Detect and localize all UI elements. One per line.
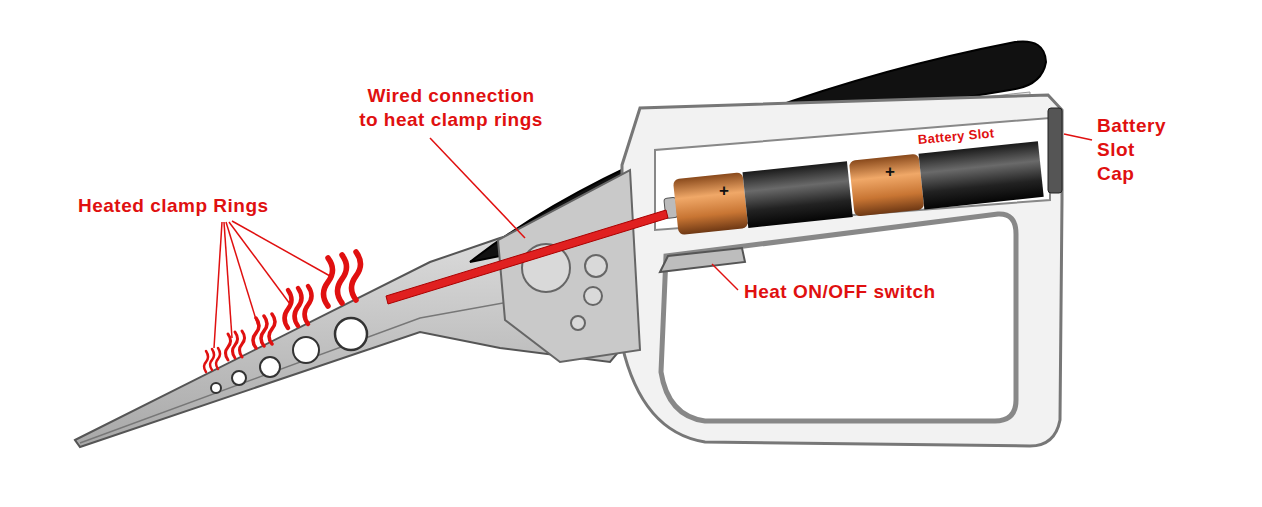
callout-label: Heated clamp Rings bbox=[78, 194, 338, 218]
batteries bbox=[662, 141, 1044, 236]
battery-body bbox=[919, 141, 1044, 209]
callout-label: Wired connection to heat clamp rings bbox=[356, 84, 546, 132]
heat-wire bbox=[386, 210, 668, 304]
callout-label: Heat ON/OFF switch bbox=[744, 280, 1004, 304]
polarity-mark: + bbox=[880, 163, 900, 181]
clamp-ring bbox=[260, 357, 280, 377]
jaw-seam bbox=[80, 300, 520, 443]
polarity-mark: + bbox=[714, 182, 734, 200]
clamp-ring bbox=[335, 318, 367, 350]
clamp-ring bbox=[211, 383, 221, 393]
pivot-hole bbox=[585, 255, 607, 277]
handle-opening bbox=[661, 214, 1016, 421]
callout-label: Battery Slot Cap bbox=[1097, 114, 1177, 186]
handle-housing bbox=[622, 95, 1062, 446]
heat-switch bbox=[660, 248, 745, 272]
pivot-hole bbox=[571, 316, 585, 330]
battery-body bbox=[742, 161, 852, 228]
pivot-plate bbox=[498, 170, 640, 362]
clamp-ring bbox=[232, 371, 246, 385]
leader-lines bbox=[214, 134, 1092, 348]
battery-copper bbox=[849, 154, 924, 217]
pivot-hole bbox=[584, 287, 602, 305]
battery-copper bbox=[673, 172, 748, 235]
clamp-ring bbox=[293, 337, 319, 363]
slot-cap bbox=[1048, 108, 1062, 193]
